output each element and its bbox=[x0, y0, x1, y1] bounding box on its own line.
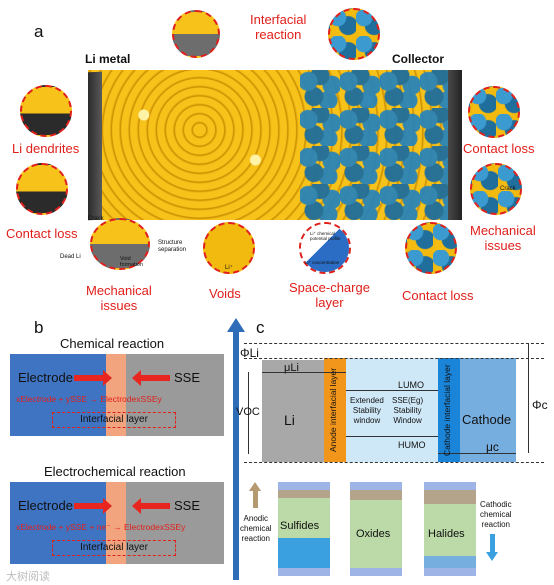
cathodic-label: Cathodic chemical reaction bbox=[480, 500, 512, 529]
collector-slab bbox=[448, 70, 462, 220]
electrochemical-reaction-title: Electrochemical reaction bbox=[44, 464, 186, 479]
contact-loss-right-label: Contact loss bbox=[463, 141, 535, 156]
voc-bracket bbox=[248, 372, 249, 454]
inset-structure-separation: Structure separation bbox=[158, 240, 187, 253]
sulfides-stack bbox=[278, 482, 330, 576]
chem-arrow-right bbox=[74, 370, 112, 386]
phi-c-label: Φc bbox=[532, 398, 548, 412]
collector-top-inset bbox=[328, 8, 380, 60]
cathodic-arrow bbox=[490, 534, 495, 552]
li-metal-label: Li metal bbox=[85, 52, 131, 66]
inset-void-formation: Void formation bbox=[120, 256, 143, 268]
echem-equation: xElectrode + ySSE + ne⁻ → ElectrodexSSEy bbox=[16, 522, 186, 532]
chemical-reaction-box: Electrode SSE xElectrode + ySSE → Electr… bbox=[10, 354, 224, 436]
anode-layer-label: Anode interfacial layer bbox=[328, 367, 338, 453]
phi-c-top-line bbox=[244, 343, 544, 344]
mechanical-issues-left-inset bbox=[90, 218, 150, 270]
mechanical-issues-left-label: Mechanical issues bbox=[86, 283, 152, 313]
phi-c-bracket bbox=[528, 343, 529, 453]
echem-interfacial-layer: Interfacial layer bbox=[52, 540, 176, 556]
electrochemical-reaction-box: Electrode SSE xElectrode + ySSE + ne⁻ → … bbox=[10, 482, 224, 564]
contact-loss-right-inset bbox=[468, 86, 520, 138]
panel-b-letter: b bbox=[34, 318, 44, 337]
chem-interfacial-layer: Interfacial layer bbox=[52, 412, 176, 428]
space-charge-label: Space-charge layer bbox=[289, 280, 370, 310]
mu-c-line bbox=[438, 453, 516, 454]
li-metal-slab bbox=[88, 71, 102, 221]
halides-stack bbox=[424, 482, 476, 576]
extended-window-label: Extended Stability window bbox=[350, 396, 384, 425]
cathodic-arrowhead bbox=[486, 552, 498, 561]
material-label-halides: Halides bbox=[428, 528, 465, 540]
space-charge-inset bbox=[299, 222, 351, 274]
cathode-particle-zone bbox=[300, 70, 460, 220]
li-dendrites-inset bbox=[20, 85, 72, 137]
chem-arrow-left bbox=[132, 370, 170, 386]
panel-c-letter: c bbox=[256, 318, 265, 337]
energy-axis-arrow bbox=[233, 330, 239, 580]
contact-loss-left-label: Contact loss bbox=[6, 226, 78, 241]
mu-li-label: μLi bbox=[284, 362, 299, 374]
voc-label: VOC bbox=[236, 406, 260, 418]
mu-li-line bbox=[262, 372, 346, 373]
material-label-oxides: Oxides bbox=[356, 528, 391, 540]
cathode-zone-label: Cathode bbox=[462, 412, 512, 427]
li-zone bbox=[262, 360, 324, 462]
inset-dead-li: Dead Li bbox=[60, 254, 81, 260]
cathode-layer-label: Cathode interfacial layer bbox=[442, 364, 452, 456]
li-zone-label: Li bbox=[284, 412, 295, 428]
cathode-interfacial-zone bbox=[438, 358, 460, 462]
chemical-reaction-title: Chemical reaction bbox=[60, 336, 165, 351]
contact-loss-left-inset bbox=[16, 163, 68, 215]
inset-crack-left: Crack bbox=[88, 216, 104, 222]
anodic-label: Anodic chemical reaction bbox=[240, 514, 272, 543]
inset-crack-right: Crack bbox=[500, 186, 516, 192]
anodic-arrowhead bbox=[249, 482, 261, 491]
voids-inset bbox=[203, 222, 255, 274]
inset-li-chem: Li⁺ chemical potential profile bbox=[310, 231, 341, 241]
chem-sse-label: SSE bbox=[174, 370, 201, 385]
contact-loss-bottom-inset bbox=[405, 222, 457, 274]
chem-electrode-label: Electrode bbox=[18, 370, 73, 385]
mechanical-issues-right-label: Mechanical issues bbox=[470, 223, 536, 253]
oxides-stack bbox=[350, 482, 402, 576]
cathode-zone bbox=[460, 358, 516, 462]
li-dendrites-label: Li dendrites bbox=[12, 141, 80, 156]
echem-electrode-label: Electrode bbox=[18, 498, 73, 513]
anodic-arrow bbox=[253, 490, 258, 508]
inset-li-plus: Li⁺ bbox=[225, 265, 233, 271]
contact-loss-bottom-label: Contact loss bbox=[402, 288, 474, 303]
echem-arrow-right bbox=[74, 498, 112, 514]
echem-arrow-left bbox=[132, 498, 170, 514]
sse-window-label: SSE(Eg) Stability Window bbox=[392, 396, 424, 425]
phi-li-line bbox=[244, 358, 544, 359]
material-label-sulfides: Sulfides bbox=[280, 520, 320, 532]
humo-label: HUMO bbox=[398, 440, 426, 450]
collector-label: Collector bbox=[392, 52, 445, 66]
echem-sse-label: SSE bbox=[174, 498, 201, 513]
bottom-level-line bbox=[244, 462, 544, 463]
stability-window-zone bbox=[346, 358, 438, 462]
voids-label: Voids bbox=[209, 286, 241, 301]
watermark: 大树阅读 bbox=[6, 571, 50, 583]
panel-a-letter: a bbox=[34, 22, 44, 41]
phi-li-label: ΦLi bbox=[240, 346, 259, 360]
lumo-line bbox=[346, 390, 438, 391]
lumo-label: LUMO bbox=[398, 380, 425, 390]
energy-axis-arrowhead bbox=[227, 318, 245, 332]
mechanical-issues-right-inset bbox=[470, 163, 522, 215]
interfacial-reaction-inset bbox=[172, 10, 220, 58]
chem-equation: xElectrode + ySSE → ElectrodexSSEy bbox=[16, 394, 162, 404]
mu-c-label: μc bbox=[486, 440, 499, 454]
interfacial-reaction-label: Interfacial reaction bbox=[250, 12, 307, 42]
humo-line bbox=[346, 436, 438, 437]
inset-li-conc: Li⁺ concentration bbox=[305, 260, 340, 265]
anode-interfacial-zone bbox=[324, 358, 346, 462]
